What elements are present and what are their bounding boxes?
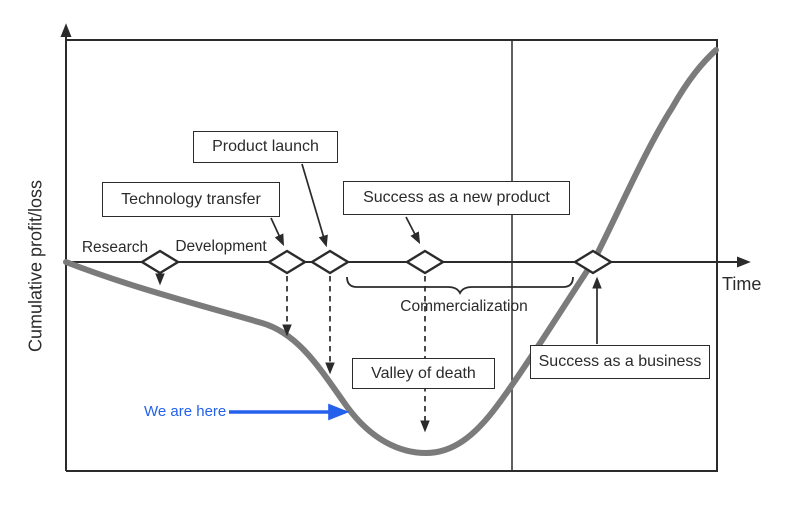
callout-technology-transfer: Technology transfer	[102, 182, 280, 217]
callout-valley-of-death: Valley of death	[352, 358, 495, 389]
profit-curve	[63, 47, 719, 457]
we-are-here-label: We are here	[144, 403, 227, 420]
arrow-product-launch-to-diamond	[301, 163, 328, 248]
milestone-diamond-technology-transfer	[266, 249, 308, 275]
commercialization-brace	[346, 276, 574, 296]
milestone-diamond-research-end	[139, 249, 181, 275]
callout-success-new-product: Success as a new product	[343, 181, 570, 215]
arrow-technology-transfer-to-diamond	[270, 217, 284, 247]
x-axis-label: Time	[722, 274, 762, 294]
y-axis-label: Cumulative profit/loss	[25, 179, 46, 353]
milestone-diamond-success-business	[572, 249, 614, 275]
stage-label-research: Research	[81, 239, 149, 256]
milestone-diamond-product-launch	[309, 249, 351, 275]
callout-success-business: Success as a business	[530, 345, 710, 379]
arrow-success-new-product-to-diamond	[405, 216, 421, 245]
stage-label-commercialization: Commercialization	[400, 298, 528, 315]
milestone-diamond-success-new-product	[404, 249, 446, 275]
stage-label-development: Development	[175, 238, 267, 255]
callout-product-launch: Product launch	[193, 131, 338, 163]
plot-border	[66, 39, 718, 472]
